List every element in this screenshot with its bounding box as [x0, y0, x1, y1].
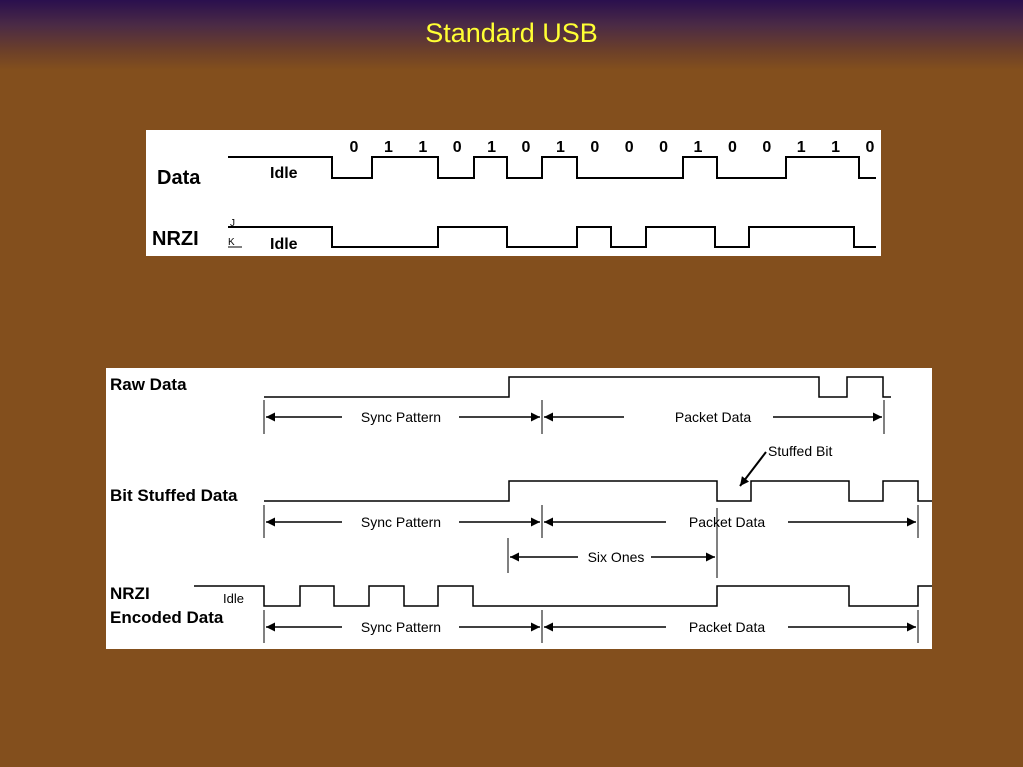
bit-label: 1 [384, 139, 393, 156]
nrzi-encoding-svg: 0 1 1 0 1 0 1 0 0 0 1 0 0 1 1 0 Data Idle NRZI J K Idle [152, 139, 876, 253]
stuffed-packet-data-label: Packet Data [689, 514, 765, 530]
title-band [0, 0, 1023, 70]
six-ones-label: Six Ones [588, 549, 645, 565]
bit-stuffed-waveform [264, 480, 932, 502]
data-label: Data [157, 167, 201, 189]
nrzi-encoding-diagram: 0 1 1 0 1 0 1 0 0 0 1 0 0 1 1 0 Data Idle NRZI J K Idle [146, 130, 881, 256]
nrzi-encoded-label-line2: Encoded Data [110, 608, 224, 627]
bit-label: 0 [762, 139, 771, 156]
nrzi-encoded-waveform [194, 585, 932, 607]
bit-label: 0 [866, 139, 875, 156]
j-level-label: J [230, 218, 235, 229]
bit-label: 0 [590, 139, 599, 156]
bit-label: 1 [694, 139, 703, 156]
k-level-label: K [228, 237, 235, 248]
nrzi-label: NRZI [152, 228, 199, 250]
bit-label: 0 [522, 139, 531, 156]
slide-title: Standard USB [425, 18, 598, 48]
bit-label: 0 [625, 139, 634, 156]
bit-label: 0 [728, 139, 737, 156]
stuffed-sync-pattern-label: Sync Pattern [361, 514, 441, 530]
bit-label: 1 [831, 139, 840, 156]
bit-labels: 0 1 1 0 1 0 1 0 0 0 1 0 0 1 1 0 [350, 139, 875, 156]
data-waveform [228, 156, 876, 179]
bit-stuffed-data-label: Bit Stuffed Data [110, 486, 238, 505]
bit-label: 1 [487, 139, 496, 156]
bit-stuffing-svg: Raw Data Sync Pattern Packet Data Stuffe… [110, 375, 932, 643]
nrzi-sync-pattern-label: Sync Pattern [361, 619, 441, 635]
nrzi-packet-data-label: Packet Data [689, 619, 765, 635]
raw-sync-pattern-label: Sync Pattern [361, 409, 441, 425]
raw-data-label: Raw Data [110, 375, 187, 394]
stuffed-bit-arrow [739, 451, 767, 487]
data-idle-label: Idle [270, 165, 298, 182]
bit-label: 0 [453, 139, 462, 156]
nrzi-waveform [228, 226, 876, 248]
nrzi-idle-label: Idle [270, 236, 298, 253]
nrzi-encoded-label-line1: NRZI [110, 584, 150, 603]
bit-label: 0 [350, 139, 359, 156]
raw-data-waveform [264, 376, 891, 398]
bit-label: 1 [797, 139, 806, 156]
bit-stuffing-diagram: Raw Data Sync Pattern Packet Data Stuffe… [106, 368, 932, 649]
nrzi-encoded-idle-label: Idle [223, 591, 244, 606]
bit-label: 1 [556, 139, 565, 156]
bit-label: 1 [418, 139, 427, 156]
raw-packet-data-label: Packet Data [675, 409, 751, 425]
bit-label: 0 [659, 139, 668, 156]
stuffed-bit-label: Stuffed Bit [768, 443, 832, 459]
